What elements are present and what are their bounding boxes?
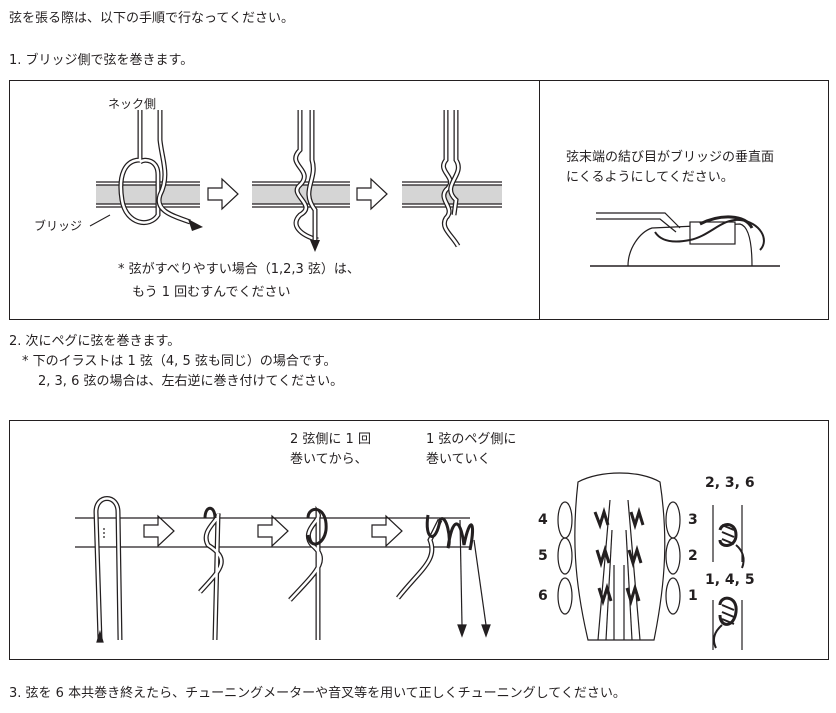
step1-divider [539, 80, 541, 320]
step2-arrow-1 [143, 514, 175, 548]
headstock-outline [574, 472, 666, 641]
step3-text: 3. 弦を 6 本共巻き終えたら、チューニングメーターや音叉等を用いて正しくチュ… [9, 686, 626, 701]
bridge-instruction-line1: 弦末端の結び目がブリッジの垂直面 [566, 150, 775, 165]
caption-b-line1: 1 弦のペグ側に [426, 432, 517, 447]
step2-heading: 2. 次にペグに弦を巻きます。 [9, 334, 181, 349]
neck-side-label: ネック側 [108, 97, 157, 111]
step2-arrow-2 [257, 514, 289, 548]
peg-label-3: 3 [688, 512, 698, 528]
bridge-instruction-line2: にくるようにしてください。 [566, 170, 734, 185]
step2-note-line1: * 下のイラストは 1 弦（4, 5 弦も同じ）の場合です。 [22, 354, 337, 369]
intro-text: 弦を張る際は、以下の手順で行なってください。 [9, 11, 294, 26]
step1-note-line2: もう 1 回むすんでください [132, 285, 291, 300]
peg-label-6: 6 [538, 588, 548, 604]
caption-a-line1: 2 弦側に 1 回 [290, 432, 371, 447]
step-arrow-2 [356, 177, 388, 211]
peg-string-3 [288, 505, 323, 640]
step1-heading: 1. ブリッジ側で弦を巻きます。 [9, 53, 194, 68]
peg-label-2: 2 [688, 548, 698, 564]
peg-label-1: 1 [688, 588, 698, 604]
step2-note-line2: 2, 3, 6 弦の場合は、左右逆に巻き付けてください。 [38, 374, 344, 389]
group-label-236: 2, 3, 6 [705, 475, 755, 491]
bridge-label: ブリッジ [34, 219, 83, 233]
step1-note-line1: * 弦がすべりやすい場合（1,2,3 弦）は、 [118, 262, 360, 277]
step2-figure-box [9, 420, 829, 660]
step1-figure-box [9, 80, 829, 320]
group-label-145: 1, 4, 5 [705, 572, 755, 588]
step2-arrow-3 [371, 514, 403, 548]
step-arrow-1 [207, 177, 239, 211]
peg-label-4: 4 [538, 512, 548, 528]
peg-label-5: 5 [538, 548, 548, 564]
caption-a-line2: 巻いてから、 [290, 452, 368, 467]
caption-b-line2: 巻いていく [426, 452, 491, 467]
